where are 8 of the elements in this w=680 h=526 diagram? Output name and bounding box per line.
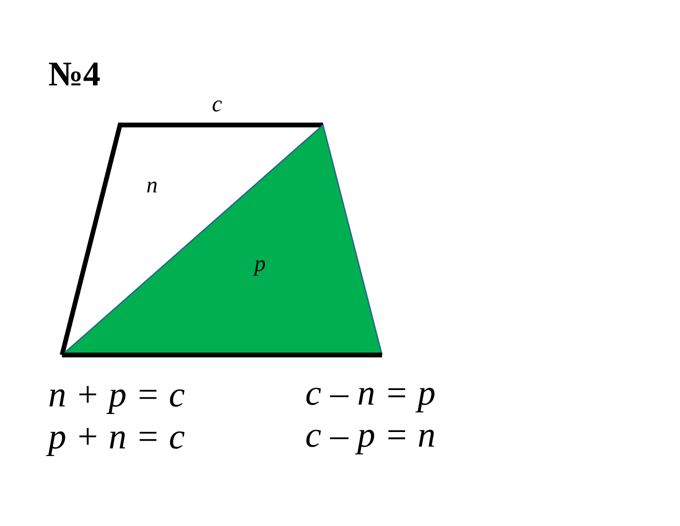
equation: p + n = c [46,428,184,456]
side-label: c [212,100,222,112]
title: №4 [48,62,100,86]
area-label: p [253,260,265,276]
equation: c – n = p [306,388,434,412]
area-label: n [147,182,157,192]
equation: n + p = c [50,386,184,414]
equation: c – p = n [306,430,434,454]
